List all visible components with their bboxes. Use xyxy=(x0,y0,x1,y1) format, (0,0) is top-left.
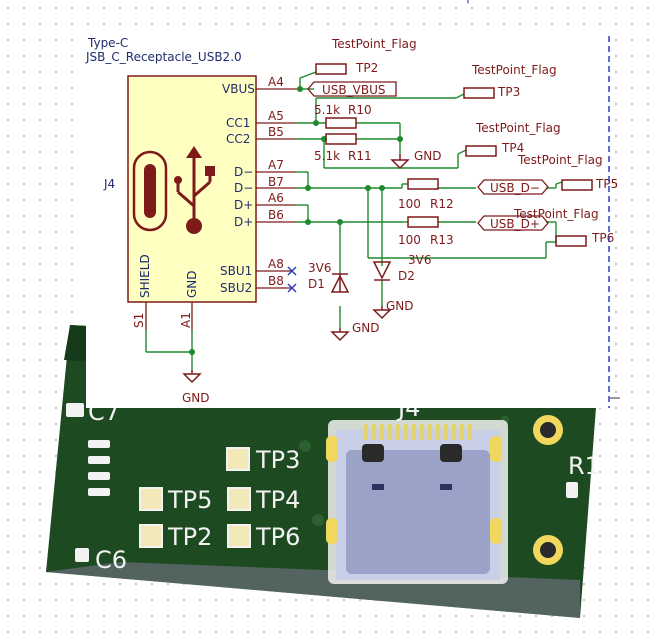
silk-tp5: TP5 xyxy=(167,486,212,514)
testpoint-tp4: TestPoint_Flag TP4 xyxy=(457,121,561,157)
testpoint-tp2: TestPoint_Flag TP2 xyxy=(315,37,417,75)
resistor-r11 xyxy=(325,133,357,145)
tp4-ref: TP4 xyxy=(501,141,524,155)
pin-name-dp1: D+ xyxy=(234,198,253,212)
tp5-flag-label: TestPoint_Flag xyxy=(517,153,603,167)
tp4-flag-label: TestPoint_Flag xyxy=(475,121,561,135)
pin-num-a8: A8 xyxy=(268,257,284,271)
testpoint-tp6: TestPoint_Flag TP6 xyxy=(513,207,614,247)
tp6-flag-label: TestPoint_Flag xyxy=(513,207,599,221)
connector-ref: J4 xyxy=(103,177,115,191)
symbol-library: JSB_C_Receptacle_USB2.0 xyxy=(85,50,242,64)
net-label-dplus-text: USB_D+ xyxy=(490,217,540,231)
gnd-label-connector: GND xyxy=(182,391,210,405)
d1-ref: D1 xyxy=(308,277,325,291)
resistor-r10 xyxy=(325,117,357,129)
net-label-vbus-text: USB_VBUS xyxy=(322,83,385,97)
pin-num-a4: A4 xyxy=(268,75,284,89)
pin-name-gnd: GND xyxy=(185,270,199,298)
r12-value: 100 xyxy=(398,197,421,211)
pcb-testpad-tp5: TP5 xyxy=(139,486,212,514)
net-label-dplus xyxy=(477,215,549,231)
d2-value: 3V6 xyxy=(408,253,431,267)
pcb-testpad-tp6: TP6 xyxy=(227,523,300,551)
pcb-left-pads xyxy=(66,403,110,562)
r11-ref: R11 xyxy=(348,149,372,163)
resistor-r13 xyxy=(407,216,439,228)
r11-value: 5.1k xyxy=(314,149,340,163)
pcb-testpad-tp2: TP2 xyxy=(139,523,212,551)
pin-num-b8: B8 xyxy=(268,274,284,288)
tp2-ref: TP2 xyxy=(355,61,378,75)
r10-value: 5.1k xyxy=(314,103,340,117)
pin-num-a1: A1 xyxy=(179,312,193,328)
usb-c-tongue-icon xyxy=(144,164,156,218)
pcb-r1-pad xyxy=(566,482,578,498)
pin-num-b7: B7 xyxy=(268,175,284,189)
d1-value: 3V6 xyxy=(308,261,331,275)
r10-ref: R10 xyxy=(348,103,372,117)
net-label-dminus xyxy=(477,179,549,195)
pin-name-cc2: CC2 xyxy=(226,132,250,146)
r13-value: 100 xyxy=(398,233,421,247)
usb-c-outline-icon xyxy=(132,150,168,232)
pin-name-cc1: CC1 xyxy=(226,116,250,130)
pcb-mounting-holes xyxy=(533,415,563,565)
pin-name-dp2: D+ xyxy=(234,215,253,229)
silk-tp6: TP6 xyxy=(255,523,300,551)
net-label-dminus-text: USB_D− xyxy=(490,181,540,195)
pin-name-sbu2: SBU2 xyxy=(220,281,252,295)
pcb-testpad-tp3: TP3 xyxy=(226,446,300,474)
header-mark: ' xyxy=(466,0,470,14)
tp6-ref: TP6 xyxy=(591,231,614,245)
gnd-label-d1: GND xyxy=(352,321,380,335)
silk-c6: C6 xyxy=(95,546,127,574)
schematic-panel: Type-C JSB_C_Receptacle_USB2.0 J4 VBUS C… xyxy=(85,36,618,408)
usb-symbol-icon xyxy=(174,146,215,234)
tp3-flag-label: TestPoint_Flag xyxy=(471,63,557,77)
r13-ref: R13 xyxy=(430,233,454,247)
pin-name-dm2: D− xyxy=(234,181,253,195)
pcb-testpad-tp4: TP4 xyxy=(227,486,300,514)
pin-num-a6: A6 xyxy=(268,191,284,205)
symbol-title: Type-C xyxy=(87,36,128,50)
pcb-vias xyxy=(299,416,509,526)
gnd-symbols-icon xyxy=(182,154,410,384)
pin-num-s1: S1 xyxy=(132,313,146,328)
testpoint-tp5: TestPoint_Flag TP5 xyxy=(517,153,618,191)
pcb-usb-c-connector xyxy=(326,420,508,584)
schematic-svg: Type-C JSB_C_Receptacle_USB2.0 J4 VBUS C… xyxy=(85,36,618,408)
testpoint-tp3: TestPoint_Flag TP3 xyxy=(455,63,557,99)
resistor-r12 xyxy=(407,178,439,190)
pin-name-dm1: D− xyxy=(234,165,253,179)
tp5-ref: TP5 xyxy=(595,177,618,191)
gnd-label-d2: GND xyxy=(386,299,414,313)
pin-num-a7: A7 xyxy=(268,158,284,172)
r12-ref: R12 xyxy=(430,197,454,211)
pin-num-a5: A5 xyxy=(268,109,284,123)
no-connect-icon xyxy=(287,266,297,293)
gnd-label-cc: GND xyxy=(414,149,442,163)
tp3-ref: TP3 xyxy=(497,85,520,99)
connector-pin-stubs xyxy=(145,88,300,330)
junction-dots xyxy=(189,86,403,355)
pin-name-shield: SHIELD xyxy=(138,254,152,298)
silk-tp3: TP3 xyxy=(255,446,300,474)
pin-name-sbu1: SBU1 xyxy=(220,264,252,278)
tp2-flag-label: TestPoint_Flag xyxy=(331,37,417,51)
pin-num-b6: B6 xyxy=(268,208,284,222)
net-label-vbus xyxy=(307,81,397,97)
silk-tp4: TP4 xyxy=(255,486,300,514)
pin-num-b5: B5 xyxy=(268,125,284,139)
zener-diode-d2-icon xyxy=(372,261,392,281)
zener-diode-d1-icon xyxy=(330,273,350,293)
pin-name-vbus: VBUS xyxy=(222,82,255,96)
silk-r1: R1 xyxy=(568,452,600,480)
d2-ref: D2 xyxy=(398,269,415,283)
silk-tp2: TP2 xyxy=(167,523,212,551)
